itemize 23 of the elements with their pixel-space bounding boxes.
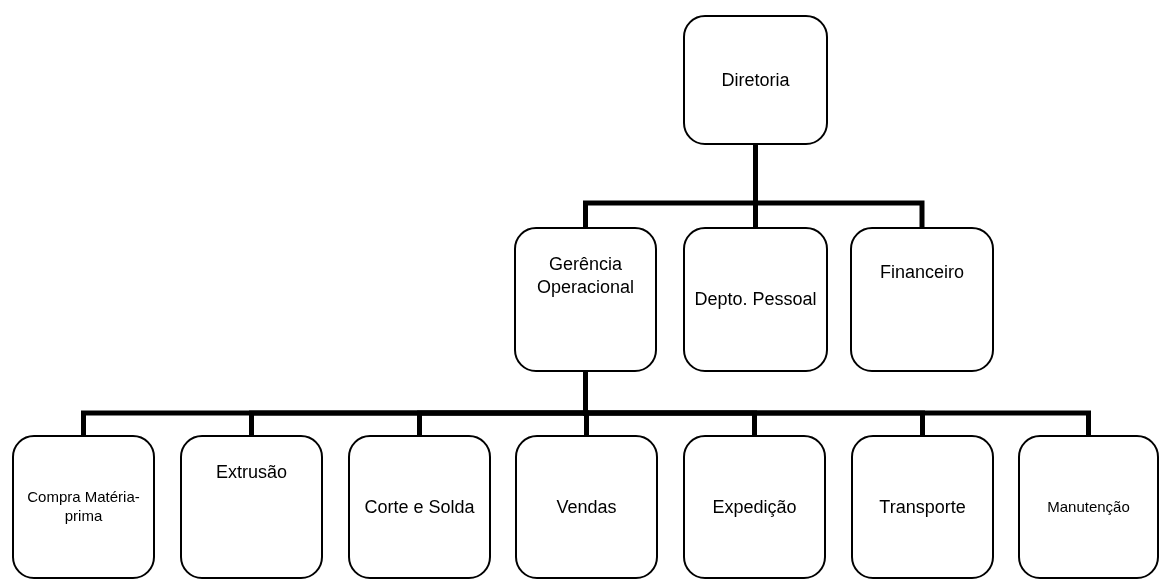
org-box (1018, 435, 1159, 579)
org-box (851, 435, 994, 579)
box-label: Manutenção (1047, 497, 1130, 517)
box-label: Diretoria (721, 68, 790, 92)
box-label: Transporte (879, 495, 966, 519)
org-box (683, 15, 828, 145)
org-box (683, 435, 826, 579)
box-label: Extrusão (215, 461, 287, 484)
box-label: Compra Matéria-prima (26, 488, 141, 526)
org-box (683, 227, 828, 372)
box-label: Expedição (712, 495, 797, 519)
org-box (348, 435, 491, 579)
box-label: Financeiro (879, 261, 964, 284)
box-label: Vendas (556, 495, 617, 519)
box-label: Depto. Pessoal (694, 288, 817, 311)
org-box (514, 227, 657, 372)
box-label: Corte e Solda (364, 495, 475, 519)
box-label: Gerência Operacional (535, 253, 636, 298)
org-box (180, 435, 323, 579)
org-box (12, 435, 155, 579)
connector-line (753, 142, 925, 230)
org-box (850, 227, 994, 372)
org-box (515, 435, 658, 579)
